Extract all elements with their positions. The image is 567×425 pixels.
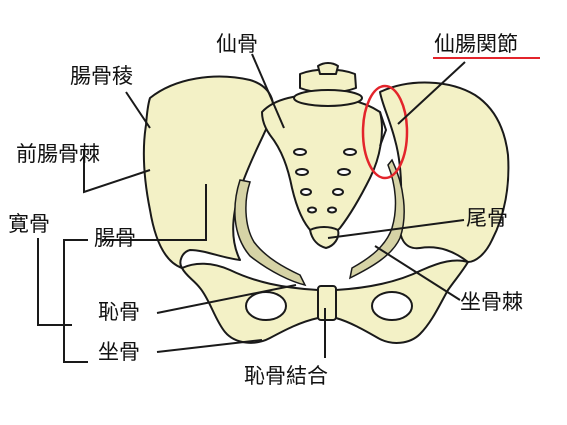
label-coccyx: 尾骨 [466, 206, 508, 230]
leader-lines [37, 53, 466, 363]
label-sacroiliac-joint: 仙腸関節 [434, 32, 518, 56]
label-ischium: 坐骨 [98, 340, 140, 364]
left-brim-shade [234, 179, 307, 287]
vertebra-body [293, 89, 363, 107]
right-obturator-foramen [371, 291, 413, 321]
coccyx-shape [309, 226, 340, 249]
sacroiliac-highlight-circle [361, 84, 409, 180]
label-ilium: 腸骨 [94, 226, 136, 250]
label-sacrum: 仙骨 [216, 32, 258, 56]
vertebra-spinous [317, 62, 339, 75]
right-ilium-shape [379, 81, 510, 263]
pubic-symphysis-shape [317, 285, 337, 321]
label-pubic-symphysis: 恥骨結合 [244, 364, 328, 388]
label-pubis: 恥骨 [98, 300, 140, 324]
label-anterior-iliac-spine: 前腸骨棘 [16, 142, 100, 166]
sacroiliac-joint-line [379, 111, 388, 147]
sacral-foramina [293, 148, 357, 214]
label-ischial-spine: 坐骨棘 [460, 290, 523, 314]
left-ilium-shape [142, 75, 275, 269]
label-hip-bone: 寛骨 [8, 212, 50, 236]
right-brim-shade [348, 158, 405, 280]
left-obturator-foramen [245, 291, 287, 321]
label-iliac-crest: 腸骨稜 [70, 64, 133, 88]
